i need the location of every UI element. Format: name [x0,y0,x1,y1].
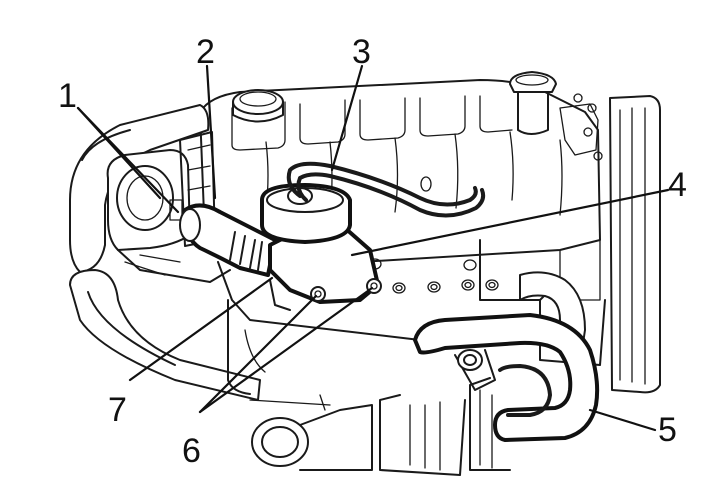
egr-pipe-5 [413,313,600,442]
callout-7: 7 [108,391,127,429]
egr-valve [260,183,382,311]
callout-6: 6 [182,432,201,470]
callout-labels: 1 2 3 4 5 6 7 [58,33,687,470]
leader-4 [350,188,670,257]
engine-block [69,71,661,476]
leader-lines [76,64,670,432]
leader-1b [76,106,180,214]
leader-3 [330,64,364,172]
intake-hose [179,203,277,277]
leader-6a [198,294,318,414]
vacuum-hose-3 [286,161,486,218]
callout-4: 4 [668,166,687,204]
leader-6b [198,286,374,414]
leader-7 [128,276,274,382]
callout-3: 3 [352,33,371,71]
callout-5: 5 [658,411,677,449]
leader-2 [205,64,217,200]
callout-2: 2 [196,33,215,71]
leader-5 [588,408,657,432]
callout-1: 1 [58,77,77,115]
